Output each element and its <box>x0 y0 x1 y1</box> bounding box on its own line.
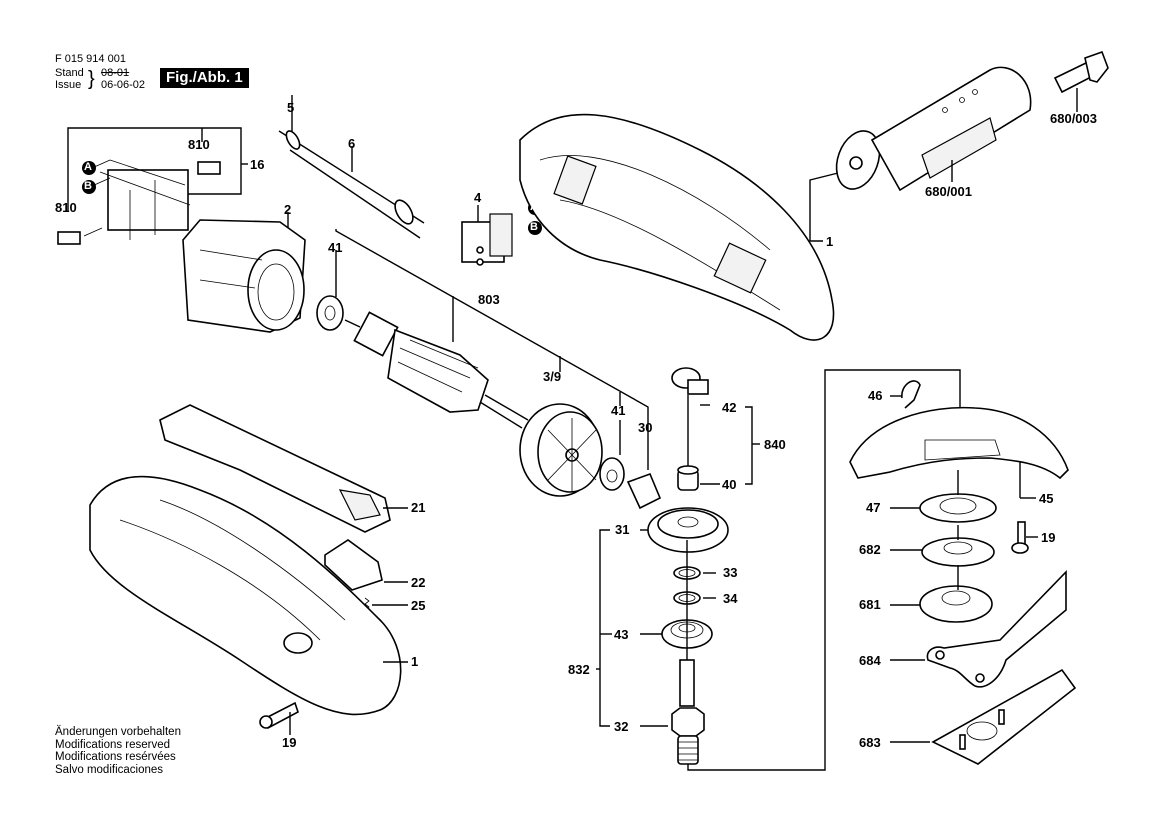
figure-label: Fig./Abb. 1 <box>160 68 249 88</box>
notice-de: Änderungen vorbehalten <box>55 726 181 738</box>
armature-rotor <box>344 311 529 429</box>
part-label-45[interactable]: 45 <box>1039 491 1054 506</box>
clamping-nut-681 <box>890 565 993 623</box>
flange-682 <box>890 525 995 567</box>
part-label-683[interactable]: 683 <box>859 735 881 750</box>
brush-holder-assembly <box>57 127 248 245</box>
part-label-832[interactable]: 832 <box>568 662 590 677</box>
connector-b-marker <box>82 180 96 194</box>
handle-bolt <box>1053 50 1109 112</box>
part-label-4[interactable]: 4 <box>474 190 482 205</box>
stand-label: Stand <box>55 67 84 79</box>
part-label-33[interactable]: 33 <box>723 565 738 580</box>
clamping-plate-47 <box>890 470 997 523</box>
bearing-43 <box>640 619 713 649</box>
part-label-25[interactable]: 25 <box>411 598 426 613</box>
screw-19 <box>1011 521 1038 554</box>
stator-field <box>182 212 306 333</box>
part-label-46[interactable]: 46 <box>868 388 883 403</box>
connector-a-label-2: A <box>530 201 538 213</box>
pin-wrench-684 <box>890 570 1067 688</box>
part-label-30[interactable]: 30 <box>638 420 653 435</box>
housing-half-bottom <box>89 475 408 735</box>
part-label-3-9[interactable]: 3/9 <box>543 369 562 384</box>
part-label-19-guard[interactable]: 19 <box>1041 530 1056 545</box>
spindle-lock-assembly <box>671 367 760 491</box>
carbon-brush-left <box>57 231 81 245</box>
part-label-681[interactable]: 681 <box>859 597 881 612</box>
part-label-41-front[interactable]: 41 <box>328 240 343 255</box>
part-label-680-001[interactable]: 680/001 <box>925 184 972 199</box>
wheel-guard <box>849 380 1069 499</box>
notice-en: Modifications reserved <box>55 738 171 751</box>
part-label-19-housing[interactable]: 19 <box>282 735 297 750</box>
part-label-6[interactable]: 6 <box>348 136 356 151</box>
part-label-40[interactable]: 40 <box>722 477 737 492</box>
part-label-840[interactable]: 840 <box>764 437 786 452</box>
part-label-43[interactable]: 43 <box>614 627 629 642</box>
switch-and-cable <box>278 95 513 266</box>
crown-gear <box>640 507 729 553</box>
connector-b-marker-2 <box>528 221 542 235</box>
part-label-22[interactable]: 22 <box>411 575 426 590</box>
issue-value: 06-06-02 <box>101 79 146 91</box>
part-label-2[interactable]: 2 <box>284 202 292 217</box>
document-number: F 015 914 001 <box>55 53 126 65</box>
part-label-32[interactable]: 32 <box>614 719 629 734</box>
side-handle <box>835 66 1032 192</box>
bearing-41-rear <box>599 457 625 491</box>
part-label-810-right[interactable]: 810 <box>188 137 210 152</box>
part-label-31[interactable]: 31 <box>615 522 630 537</box>
modification-notice: Änderungen vorbehalten Modifications res… <box>55 726 181 776</box>
part-label-34[interactable]: 34 <box>723 591 738 606</box>
notice-es: Salvo modificaciones <box>55 763 164 776</box>
issue-label: Issue <box>55 79 82 91</box>
pinion-gear <box>626 472 662 510</box>
part-label-803[interactable]: 803 <box>478 292 500 307</box>
brace-icon: } <box>88 68 95 90</box>
part-label-21[interactable]: 21 <box>411 500 426 515</box>
connector-b-label: B <box>84 180 92 192</box>
connector-a-label: A <box>84 161 92 173</box>
stand-value: 08-01 <box>101 67 130 79</box>
part-label-41-rear[interactable]: 41 <box>611 403 626 418</box>
part-label-47[interactable]: 47 <box>866 500 881 515</box>
part-label-16[interactable]: 16 <box>250 157 265 172</box>
bearing-41-front <box>316 295 344 331</box>
part-label-810-left[interactable]: 810 <box>55 200 77 215</box>
wrench-683 <box>890 668 1077 765</box>
housing-half-top <box>519 113 851 341</box>
part-label-682[interactable]: 682 <box>859 542 881 557</box>
switch-cover <box>159 404 408 617</box>
spindle-32 <box>640 369 961 771</box>
part-label-680-003[interactable]: 680/003 <box>1050 111 1097 126</box>
part-label-1-bottom[interactable]: 1 <box>411 654 419 669</box>
connector-a-marker <box>82 161 96 175</box>
connector-b-label-2: B <box>530 221 538 233</box>
notice-fr: Modifications resérvées <box>55 751 176 763</box>
part-label-684[interactable]: 684 <box>859 653 881 668</box>
carbon-brush-right <box>197 161 221 175</box>
part-label-1-top[interactable]: 1 <box>826 234 834 249</box>
fan-wheel <box>519 403 603 497</box>
part-label-42[interactable]: 42 <box>722 400 737 415</box>
part-label-5[interactable]: 5 <box>287 100 295 115</box>
